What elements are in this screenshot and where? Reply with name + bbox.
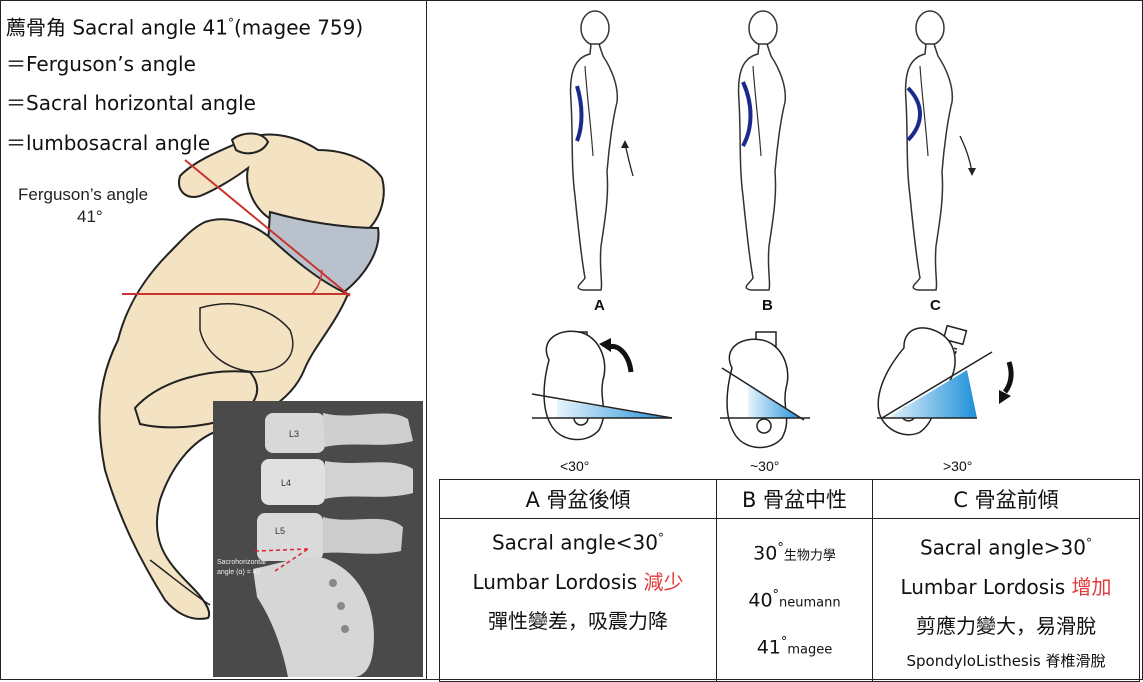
cell-posterior-tilt: Sacral angle<30° Lumbar Lordosis 減少 彈性變差…	[439, 518, 717, 682]
posture-letter-a: A	[594, 297, 605, 314]
c-lordosis: Lumbar Lordosis 增加	[900, 574, 1112, 599]
xray-drawing: L3 L4 L5 Sacrohorizontal angle (α) = 40	[213, 401, 423, 677]
title-reference: (magee 759)	[234, 15, 364, 40]
c-effect: 剪應力變大，易滑脫	[916, 613, 1096, 638]
cell-anterior-tilt: Sacral angle>30° Lumbar Lordosis 增加 剪應力變…	[872, 518, 1140, 682]
pelvis-range-c: >30°	[943, 458, 973, 474]
a-lordosis-decrease: 減少	[643, 569, 684, 594]
posture-figure-a	[569, 10, 634, 291]
b-value-biomech: 30°生物力學	[753, 540, 836, 565]
pelvis-range-b: ~30°	[750, 458, 780, 474]
posture-figure-b	[737, 10, 787, 291]
panel-divider	[426, 0, 427, 680]
pelvis-diagram-a	[531, 330, 673, 441]
spine-xray-inset: L3 L4 L5 Sacrohorizontal angle (α) = 40	[213, 401, 423, 677]
c-spondylolisthesis: SpondyloListhesis 脊椎滑脫	[906, 651, 1106, 670]
pelvis-range-a: <30°	[560, 458, 590, 474]
c-sacral-angle: Sacral angle>30°	[919, 535, 1093, 560]
xray-label-l5: L5	[275, 526, 285, 536]
table-body-row: Sacral angle<30° Lumbar Lordosis 減少 彈性變差…	[439, 518, 1140, 682]
synonym-1: ＝Ferguson’s angle	[6, 52, 196, 76]
cell-neutral: 30°生物力學 40°neumann 41°magee	[716, 518, 873, 682]
posture-letter-b: B	[762, 297, 773, 314]
synonym-3: ＝lumbosacral angle	[6, 131, 211, 155]
table-header-row: A 骨盆後傾 B 骨盆中性 C 骨盆前傾	[439, 479, 1140, 519]
pelvis-diagram-b	[720, 331, 810, 449]
b-value-neumann: 40°neumann	[748, 588, 841, 612]
sacral-angle-title: 薦骨角 Sacral angle 41°(magee 759)	[6, 10, 363, 41]
b-value-magee: 41°magee	[756, 635, 833, 659]
title-chinese: 薦骨角	[6, 15, 66, 40]
pelvis-diagram-c	[865, 318, 1014, 445]
a-effect: 彈性變差，吸震力降	[488, 608, 668, 633]
header-posterior-tilt: A 骨盆後傾	[439, 479, 717, 519]
xray-label-l3: L3	[289, 429, 299, 439]
xray-label-l4: L4	[281, 478, 291, 488]
a-lordosis: Lumbar Lordosis 減少	[472, 569, 684, 594]
pelvic-tilt-comparison-table: A 骨盆後傾 B 骨盆中性 C 骨盆前傾 Sacral angle<30° Lu…	[439, 479, 1140, 682]
posture-figures	[569, 10, 976, 291]
header-neutral: B 骨盆中性	[716, 479, 873, 519]
a-sacral-angle: Sacral angle<30°	[491, 530, 665, 555]
sacral-slope-line	[184, 159, 351, 297]
xray-annotation-line1: Sacrohorizontal	[217, 559, 266, 566]
synonym-2: ＝Sacral horizontal angle	[6, 91, 256, 115]
fergusons-angle-label: Ferguson’s angle	[18, 185, 149, 204]
title-main: Sacral angle 41	[66, 15, 228, 40]
header-anterior-tilt: C 骨盆前傾	[872, 479, 1140, 519]
xray-annotation-line2: angle (α) = 40	[217, 569, 261, 576]
fergusons-angle-value: 41°	[77, 207, 103, 226]
c-lordosis-increase: 增加	[1071, 574, 1112, 599]
title-degree: °	[228, 16, 234, 30]
posture-letter-c: C	[930, 297, 941, 314]
posture-figure-c	[904, 10, 976, 291]
pelvis-diagrams	[531, 318, 1014, 449]
